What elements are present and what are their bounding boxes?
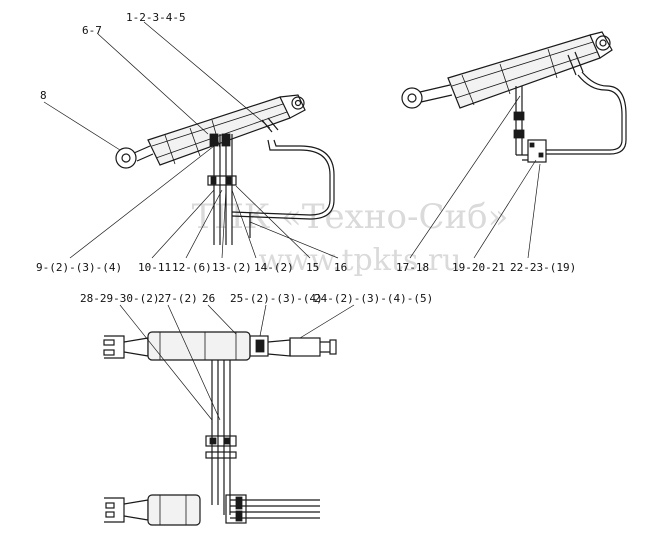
callout-13: 13-(2) (212, 261, 252, 274)
watermark-company: ТПК «Техно-Сиб» (192, 197, 509, 237)
callout-labels: 6-7 1-2-3-4-5 8 9-(2)-(3)-(4) 10-11 12-(… (36, 11, 576, 305)
callout-17-18: 17-18 (396, 261, 429, 274)
leader-lines (43, 21, 541, 421)
callout-28-29-30: 28-29-30-(2) (80, 292, 159, 305)
left-upper-cylinder (115, 94, 306, 169)
callout-8: 8 (40, 89, 47, 102)
right-upper-cylinder (401, 31, 613, 109)
callout-15: 15 (306, 261, 319, 274)
callout-26: 26 (202, 292, 215, 305)
callout-19-20-21: 19-20-21 (452, 261, 505, 274)
callout-24: 24-(2)-(3)-(4)-(5) (314, 292, 433, 305)
callout-9: 9-(2)-(3)-(4) (36, 261, 122, 274)
left-upper-hoses (207, 133, 335, 245)
right-upper-hoses (513, 71, 627, 163)
bottom-cylinder-assembly (103, 331, 337, 524)
watermark-url: www.tpkts.ru (258, 243, 461, 278)
callout-27: 27-(2) (158, 292, 198, 305)
callout-16: 16 (334, 261, 347, 274)
callout-12: 12-(6) (172, 261, 212, 274)
callout-14: 14-(2) (254, 261, 294, 274)
callout-6-7: 6-7 (82, 24, 102, 37)
callout-10-11: 10-11 (138, 261, 171, 274)
callout-1-2-3-4-5: 1-2-3-4-5 (126, 11, 186, 24)
callout-22-23: 22-23-(19) (510, 261, 576, 274)
bottom-small-cylinder (104, 494, 201, 526)
callout-25: 25-(2)-(3)-(4) (230, 292, 323, 305)
